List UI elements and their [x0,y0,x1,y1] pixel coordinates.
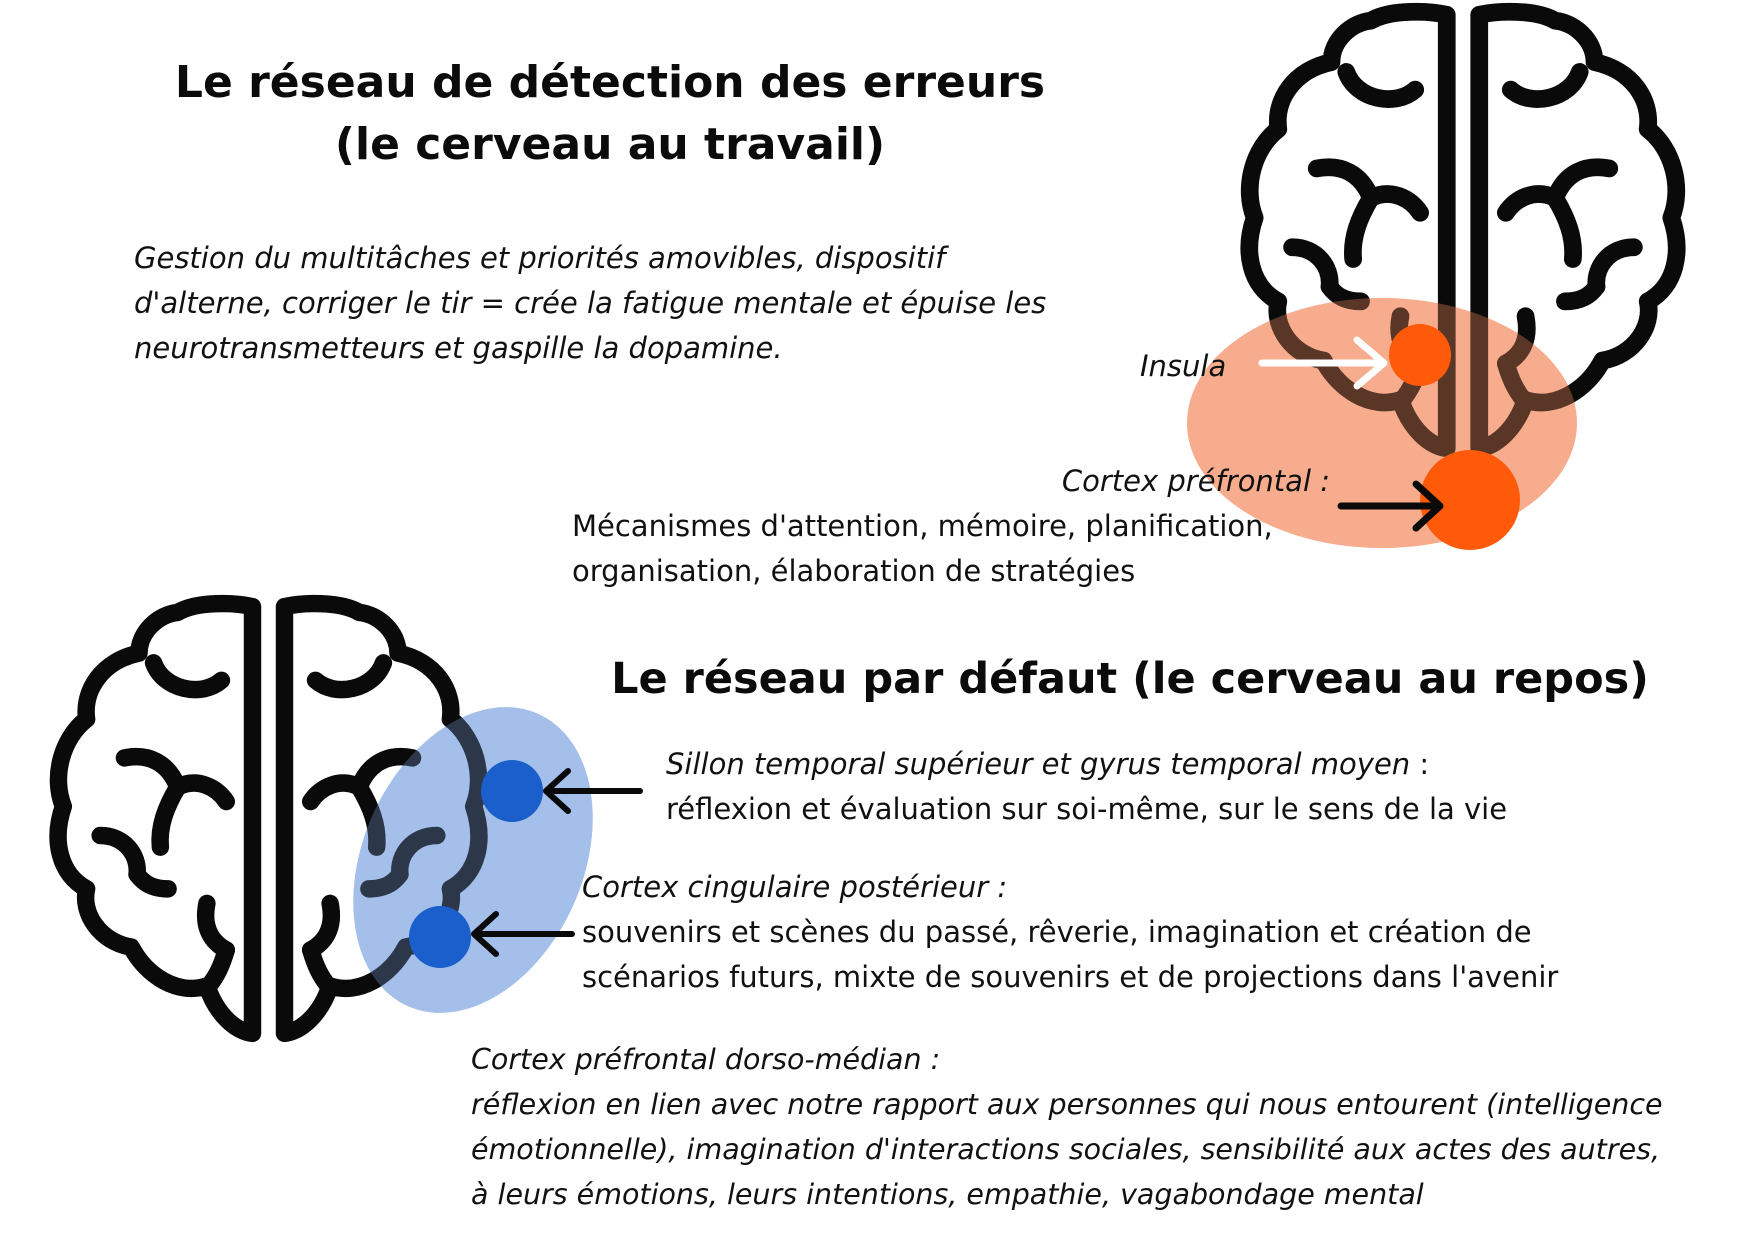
temporal-sulcus-dot [481,760,543,822]
posterior-cingulate-label: Cortex cingulaire postérieur : [582,870,1008,904]
dorsomedial-prefrontal-block: Cortex préfrontal dorso-médian : réflexi… [471,1037,1663,1217]
dorsomedial-prefrontal-label: Cortex préfrontal dorso-médian : [471,1043,941,1076]
prefrontal-cortex-dot [1420,450,1520,550]
temporal-sulcus-colon: : [1410,747,1430,781]
brain-icon-error-network [1187,12,1677,550]
temporal-arrow-icon [543,768,643,814]
prefrontal-cortex-label: Cortex préfrontal : [1061,464,1330,498]
posterior-cingulate-text-line1: souvenirs et scènes du passé, rêverie, i… [582,915,1532,949]
insula-dot [1389,324,1451,386]
prefrontal-cortex-text-line1: Mécanismes d'attention, mémoire, planifi… [572,509,1273,543]
prefrontal-cortex-text: Mécanismes d'attention, mémoire, planifi… [572,504,1273,594]
temporal-sulcus-heading: Sillon temporal supérieur et gyrus tempo… [666,742,1507,787]
temporal-sulcus-text: réflexion et évaluation sur soi-même, su… [666,792,1508,826]
error-network-title-line1: Le réseau de détection des erreurs [174,57,1046,108]
dorsomedial-prefrontal-text-line3: à leurs émotions, leurs intentions, empa… [471,1178,1424,1211]
prefrontal-arrow-icon [1337,480,1444,532]
prefrontal-cortex-text-line2: organisation, élaboration de stratégies [572,554,1136,588]
posterior-cingulate-dot [409,906,471,968]
temporal-sulcus-label: Sillon temporal supérieur et gyrus tempo… [666,747,1411,781]
cingulate-arrow-icon [471,911,575,957]
brain-icon-default-network [58,604,643,1051]
posterior-cingulate-text-line2: scénarios futurs, mixte de souvenirs et … [582,960,1559,994]
error-network-description: Gestion du multitâches et priorités amov… [134,241,1047,365]
insula-label: Insula [1140,349,1227,383]
dorsomedial-prefrontal-text-line1: réflexion en lien avec notre rapport aux… [471,1088,1663,1121]
temporal-sulcus-block: Sillon temporal supérieur et gyrus tempo… [666,742,1507,832]
error-network-title-line2: (le cerveau au travail) [334,119,886,170]
posterior-cingulate-block: Cortex cingulaire postérieur : souvenirs… [582,865,1558,1000]
error-network-title: Le réseau de détection des erreurs (le c… [120,52,1100,176]
insula-arrow-icon [1258,336,1388,390]
dorsomedial-prefrontal-text-line2: émotionnelle), imagination d'interaction… [471,1133,1661,1166]
default-network-title: Le réseau par défaut (le cerveau au repo… [611,654,1649,704]
